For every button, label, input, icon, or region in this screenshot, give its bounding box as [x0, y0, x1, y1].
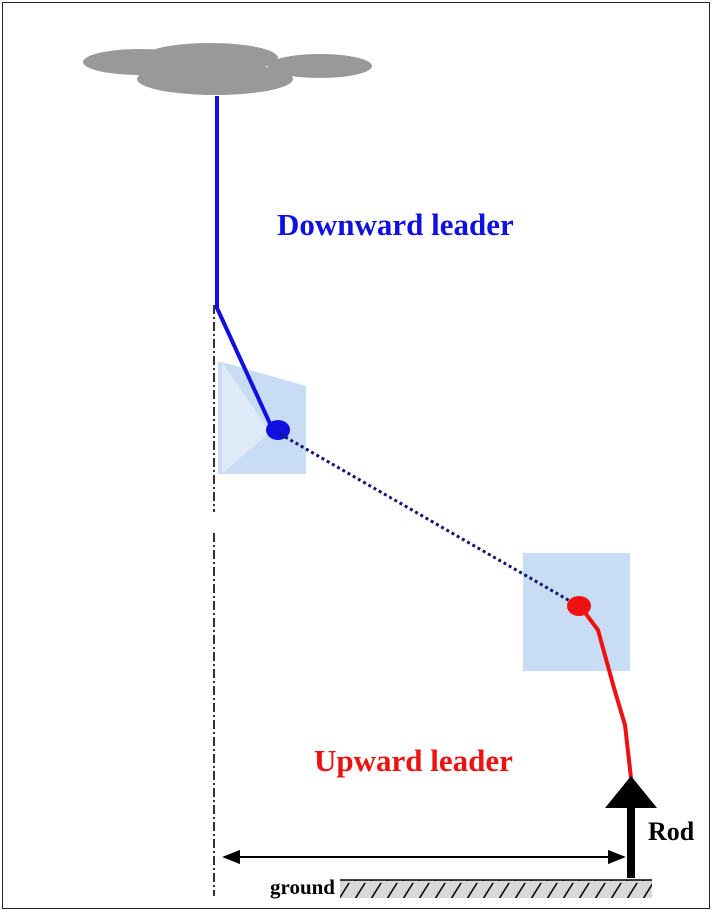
downward-leader-tip — [266, 420, 290, 440]
ground-label: ground — [270, 875, 335, 899]
ground-surface — [340, 879, 652, 898]
upward-leader-label: Upward leader — [314, 743, 513, 778]
upward-leader-tip — [567, 596, 591, 616]
upward-leader-path — [578, 604, 633, 779]
arrow-up-icon — [605, 776, 657, 878]
striking-zone-patch-upper — [218, 362, 306, 474]
cloud-icon — [83, 43, 372, 95]
downward-leader-path — [215, 96, 274, 429]
downward-leader-label: Downward leader — [277, 207, 514, 242]
rod-label: Rod — [648, 817, 695, 846]
